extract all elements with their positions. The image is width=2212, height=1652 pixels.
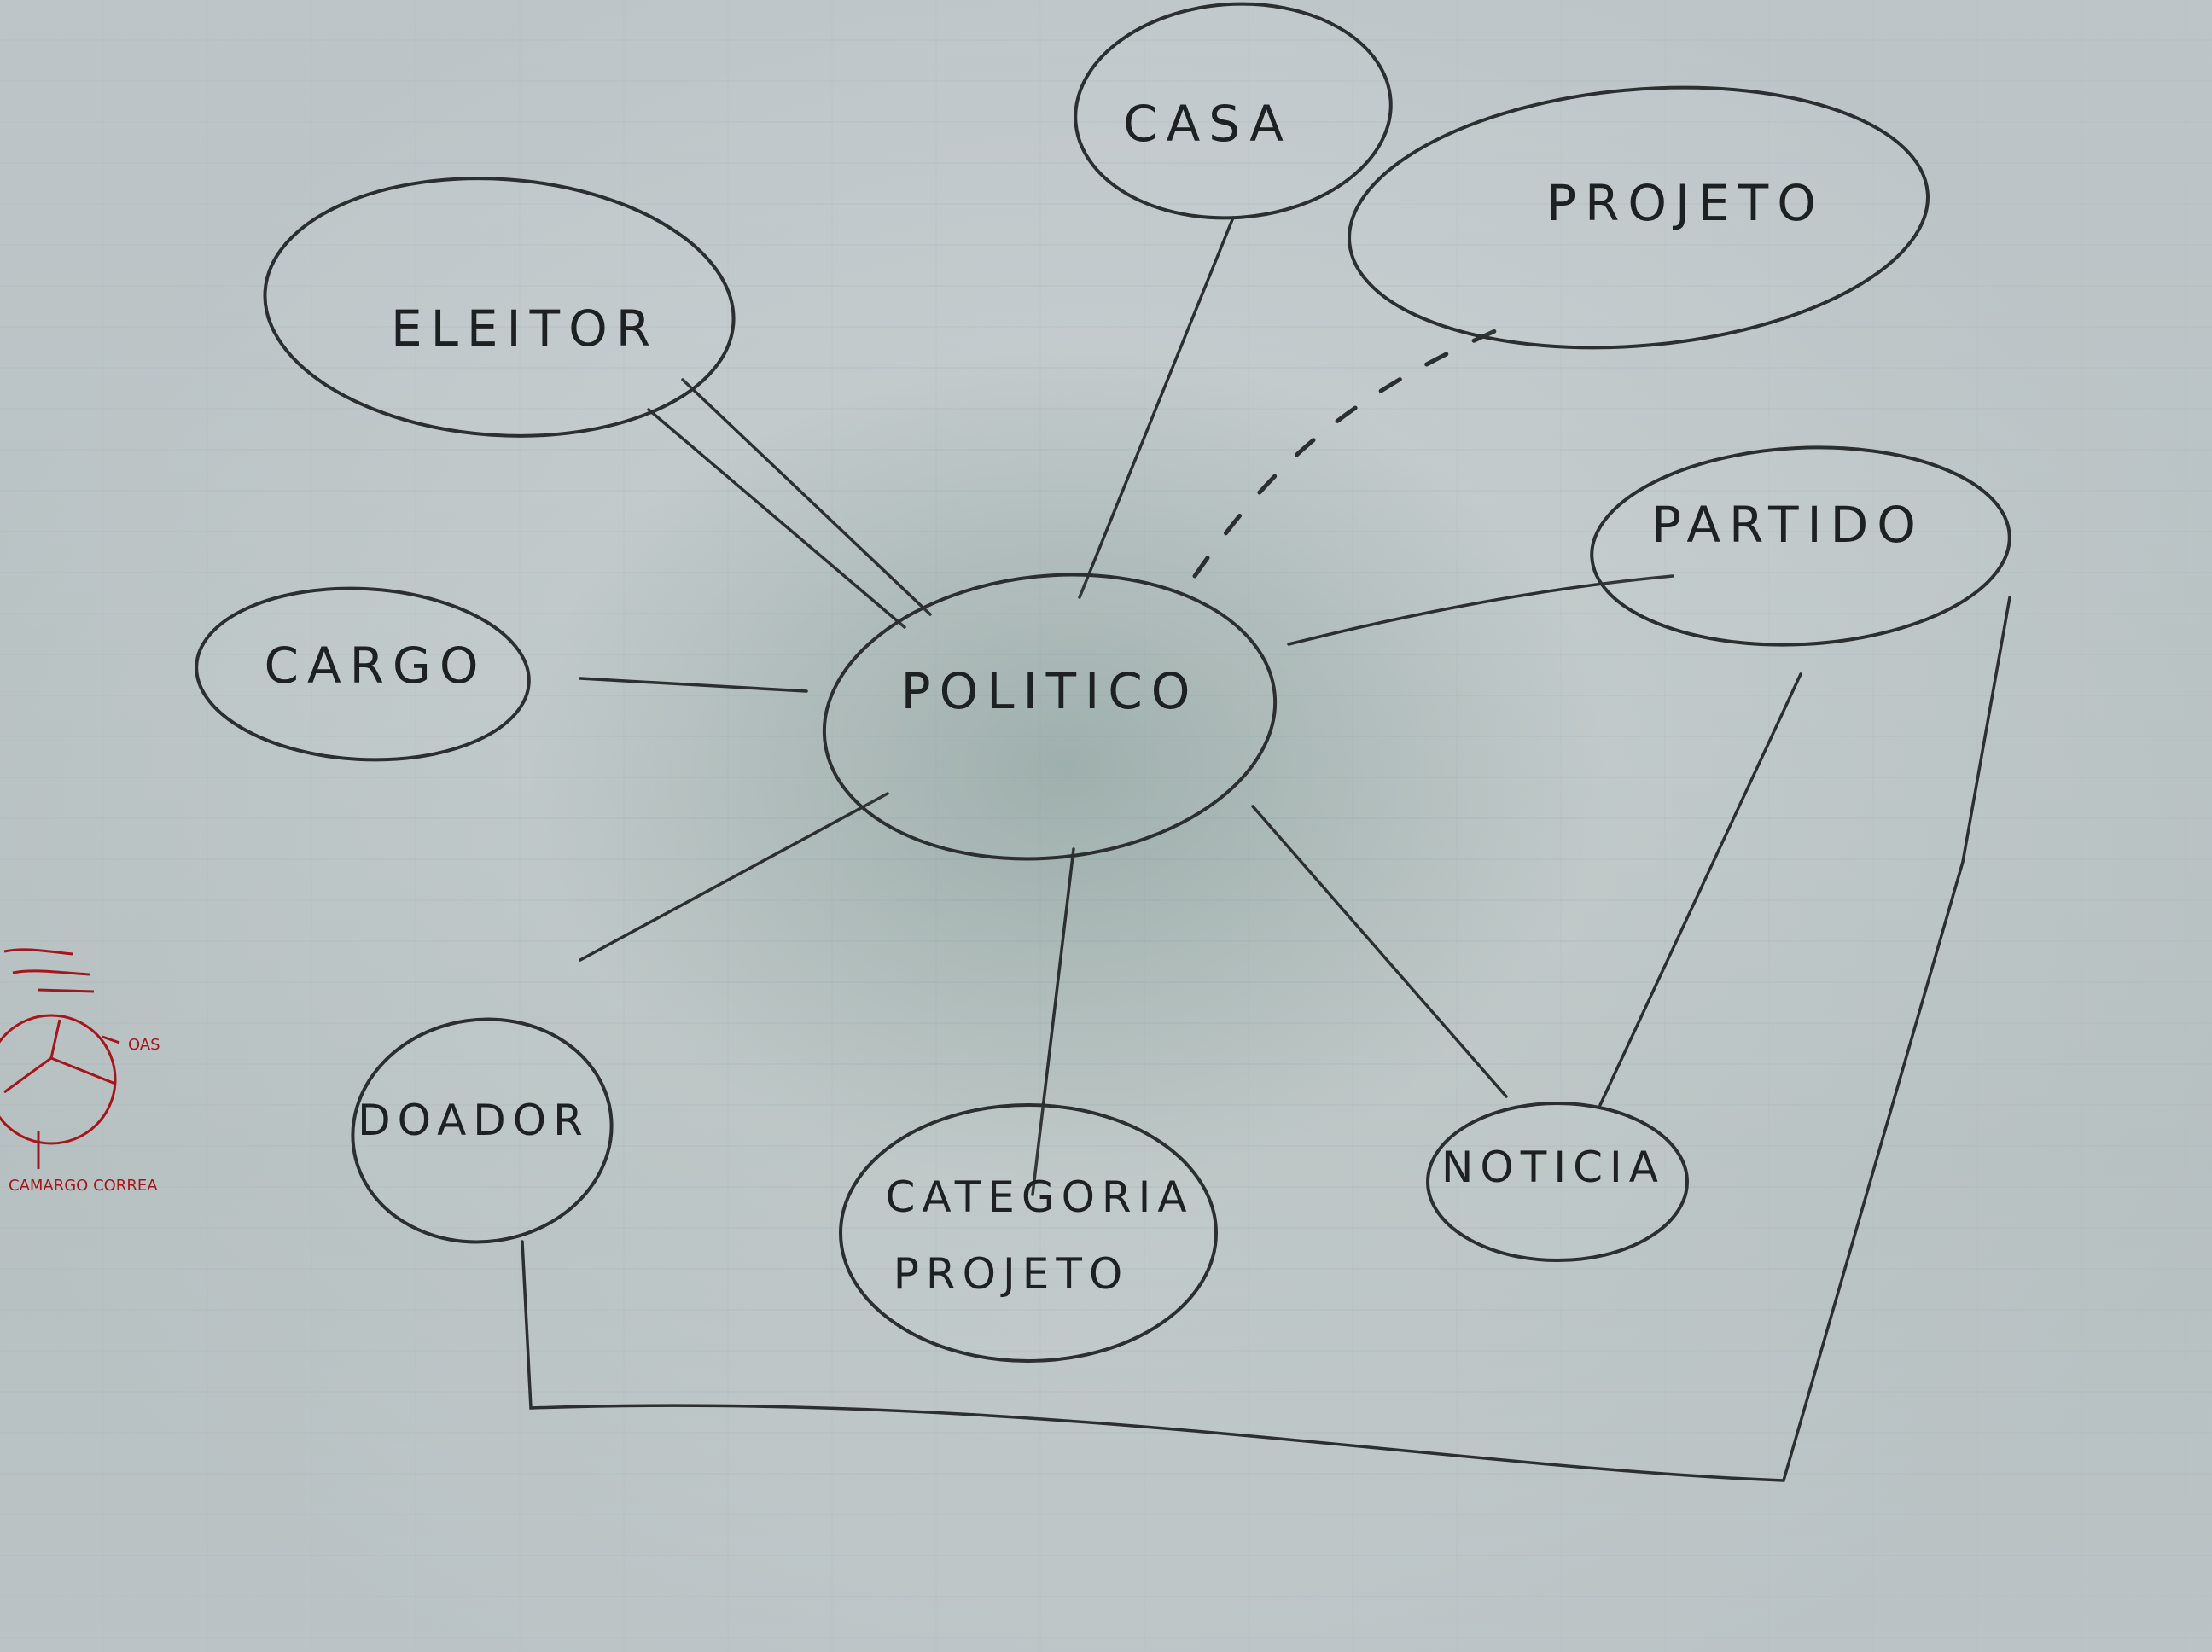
edge-politico-eleitor-2 [647, 408, 906, 629]
node-eleitor-shape [263, 177, 736, 438]
edge-doador-partido [521, 596, 2011, 1482]
node-politico-shape [822, 573, 1278, 861]
edge-politico-casa [1078, 216, 1235, 599]
node-politico: POLITICO [822, 573, 1278, 861]
node-doador: DOADOR [351, 1017, 614, 1244]
node-noticia-shape [1426, 1102, 1689, 1262]
node-categoria-projeto-shape [839, 1103, 1218, 1363]
margin-sketch-circle [0, 1014, 117, 1145]
margin-sketch-scribble [3, 948, 95, 993]
margin-sketch-label-oas: OAS [128, 1036, 160, 1054]
edge-politico-categoria-projeto [1031, 847, 1075, 1196]
node-doador-shape [351, 1017, 614, 1244]
node-doador-label: DOADOR [358, 1096, 590, 1145]
edge-politico-noticia [1251, 805, 1508, 1098]
margin-sketch-label-camargo: CAMARGO CORREA [9, 1177, 158, 1195]
node-politico-label: POLITICO [901, 662, 1199, 720]
edges [521, 216, 2011, 1482]
node-cargo: CARGO [195, 586, 531, 762]
node-categoria-projeto-label: CATEGORIA PROJETO [885, 1172, 1214, 1299]
node-categoria-projeto-line2: PROJETO [894, 1249, 1129, 1299]
node-eleitor-label: ELEITOR [391, 300, 659, 358]
edge-politico-doador [579, 792, 889, 962]
edge-politico-cargo [579, 677, 808, 693]
node-partido-shape [1590, 445, 2011, 647]
node-categoria-projeto-line1: CATEGORIA [885, 1172, 1193, 1222]
node-projeto-shape [1348, 85, 1930, 350]
edge-politico-projeto [1192, 322, 1513, 579]
margin-sketch-divider-1 [3, 1019, 61, 1094]
node-casa-shape [1074, 2, 1393, 220]
node-noticia-label: NOTICIA [1441, 1143, 1665, 1192]
node-casa-label: CASA [1123, 95, 1292, 153]
edge-partido-noticia [1598, 672, 1802, 1107]
margin-sketch-pointer-oas [102, 1035, 120, 1044]
node-noticia: NOTICIA [1426, 1102, 1689, 1262]
edge-politico-partido [1287, 574, 1674, 646]
margin-sketch-divider-2 [50, 1056, 116, 1085]
node-projeto: PROJETO [1348, 85, 1930, 350]
node-projeto-label: PROJETO [1546, 174, 1825, 232]
node-casa: CASA [1074, 2, 1393, 220]
node-partido-label: PARTIDO [1651, 496, 1924, 554]
node-cargo-shape [195, 586, 531, 762]
node-categoria-projeto: CATEGORIA PROJETO [839, 1103, 1218, 1363]
margin-sketch: OAS CAMARGO CORREA [0, 948, 160, 1195]
node-cargo-label: CARGO [264, 637, 486, 695]
node-eleitor: ELEITOR [263, 177, 736, 438]
node-partido: PARTIDO [1590, 445, 2011, 647]
edge-politico-eleitor [681, 378, 932, 616]
